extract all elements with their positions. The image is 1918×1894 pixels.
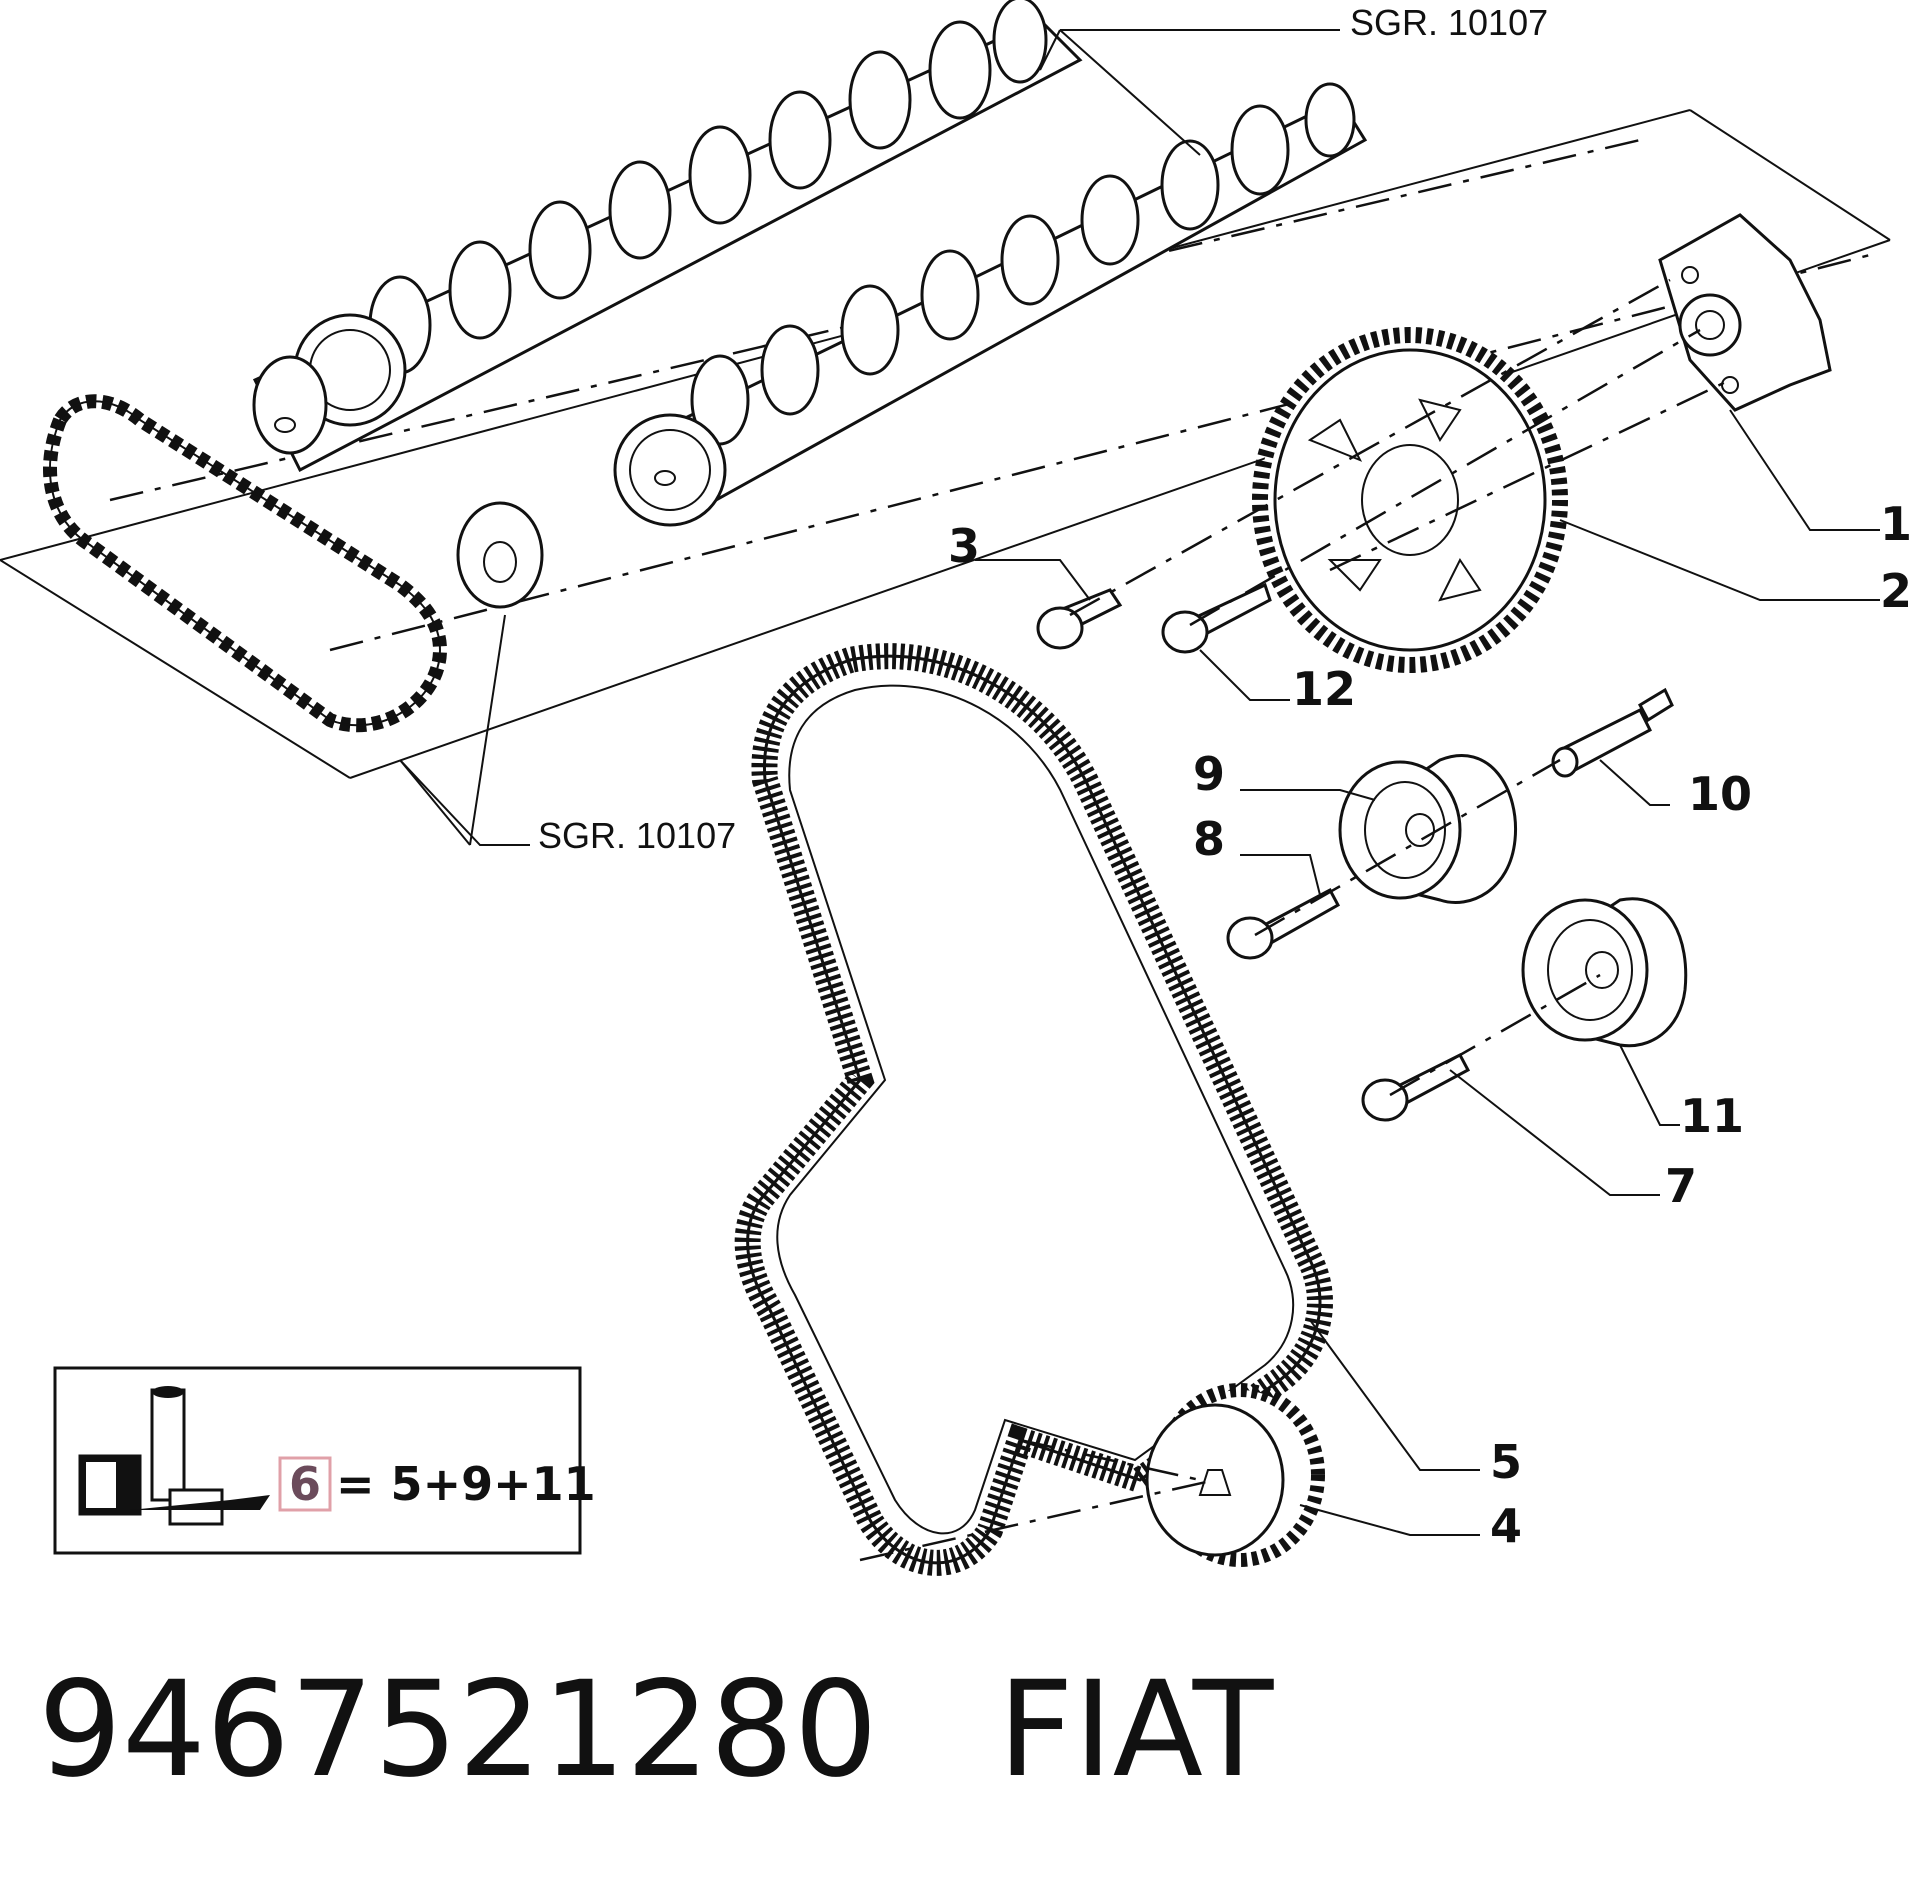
assembly-axes xyxy=(859,278,1731,1562)
part-12-bolt xyxy=(1161,582,1272,654)
part-11-tensioner-roller xyxy=(1521,897,1688,1048)
part-8-bolt xyxy=(1226,887,1341,960)
upper-camshaft xyxy=(252,0,1083,473)
washer xyxy=(456,501,544,609)
part-7-bolt xyxy=(1361,1053,1471,1122)
callout-11: 11 xyxy=(1680,1089,1744,1143)
part-number: 9467521280 xyxy=(38,1653,878,1807)
timing-chain xyxy=(43,394,448,733)
kit-inset: 6 = 5+9+11 xyxy=(53,1366,596,1555)
part-2-cam-pulley xyxy=(1252,327,1568,673)
part-1-hub-plate xyxy=(1658,213,1832,412)
callout-10: 10 xyxy=(1688,767,1752,821)
callout-9: 9 xyxy=(1193,747,1225,801)
callout-2: 2 xyxy=(1880,564,1912,618)
callout-1: 1 xyxy=(1880,497,1912,551)
kit-id: 6 xyxy=(289,1457,321,1511)
leader-lines xyxy=(399,29,1880,1536)
part-3-bolt xyxy=(1036,588,1123,650)
brand-name: FIAT xyxy=(997,1653,1274,1807)
part-4-crank-pulley xyxy=(1145,1383,1325,1567)
part-9-idler-roller xyxy=(1338,753,1518,904)
part-5-timing-belt xyxy=(734,643,1333,1576)
kit-formula: = 5+9+11 xyxy=(336,1457,596,1511)
kit-id-highlight xyxy=(278,1456,332,1512)
callout-4: 4 xyxy=(1490,1499,1522,1553)
callout-8: 8 xyxy=(1193,812,1225,866)
lower-camshaft xyxy=(613,82,1368,527)
callout-3: 3 xyxy=(948,519,980,573)
kit-package-icon xyxy=(78,1386,270,1526)
callout-12: 12 xyxy=(1292,662,1356,716)
part-10-stud xyxy=(1551,687,1674,778)
callout-5: 5 xyxy=(1490,1435,1522,1489)
lower-camshaft-lobes xyxy=(690,82,1356,446)
group-ref-top: SGR. 10107 xyxy=(1350,2,1548,43)
callout-7: 7 xyxy=(1665,1159,1697,1213)
group-ref-bottom: SGR. 10107 xyxy=(538,815,736,856)
